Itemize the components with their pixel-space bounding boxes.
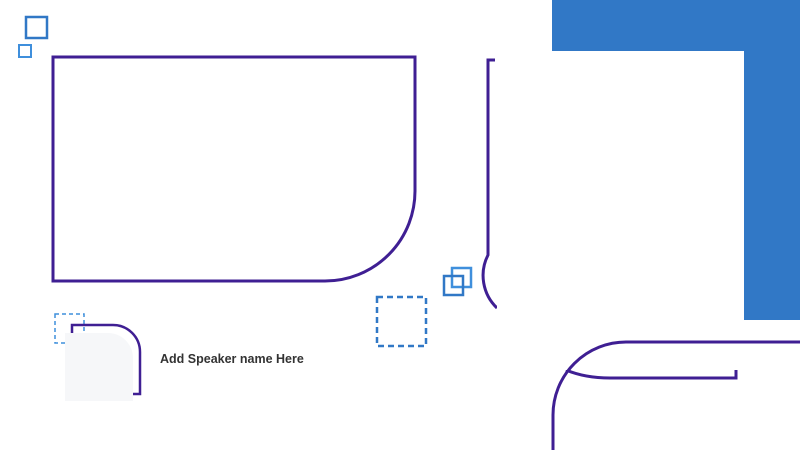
right-frame-outline xyxy=(481,58,499,310)
speaker-name-label[interactable]: Add Speaker name Here xyxy=(160,352,304,366)
avatar-placeholder xyxy=(65,333,133,401)
overlap-square-front xyxy=(442,274,465,297)
overlap-square-back xyxy=(450,266,473,289)
small-square-bottom xyxy=(18,44,32,58)
main-video-frame xyxy=(51,55,417,283)
dashed-square xyxy=(375,295,428,348)
right-frame-bottom xyxy=(565,368,738,380)
right-white-panel xyxy=(497,51,744,370)
bottom-right-frame xyxy=(551,340,800,450)
avatar-frame xyxy=(70,323,142,396)
small-square-top xyxy=(24,15,49,40)
